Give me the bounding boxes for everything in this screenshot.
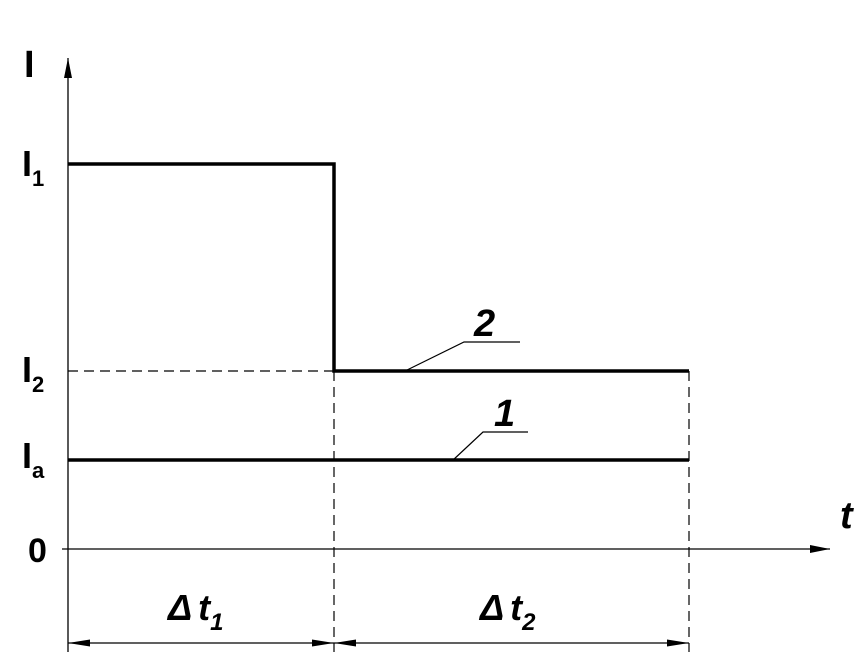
- x-axis-label: t: [840, 495, 854, 537]
- level-i2-main: I: [22, 349, 32, 390]
- level-label-i1: I1: [22, 143, 44, 191]
- dt1-delta: Δ: [166, 587, 192, 628]
- dt1-sub: 1: [210, 609, 223, 636]
- dt2-delta: Δ: [478, 587, 504, 628]
- level-i2-sub: 2: [32, 372, 44, 397]
- y-axis-label: I: [24, 44, 35, 86]
- level-label-ia: Ia: [22, 435, 45, 483]
- level-ia-main: I: [22, 435, 32, 476]
- curve-2-leader: [402, 341, 520, 373]
- curve-1-leader: [451, 431, 528, 462]
- dt1-var: t: [198, 587, 212, 628]
- curve-1-label: 1: [494, 393, 515, 435]
- dt2-var: t: [510, 587, 524, 628]
- level-ia-sub: a: [32, 458, 45, 483]
- origin-label: 0: [28, 532, 47, 570]
- level-i1-main: I: [22, 143, 32, 184]
- curve-2-label: 2: [473, 303, 495, 345]
- level-label-i2: I2: [22, 349, 44, 397]
- curve-2-step: [68, 162, 689, 373]
- dt2-sub: 2: [521, 609, 536, 636]
- level-i1-sub: 1: [32, 166, 44, 191]
